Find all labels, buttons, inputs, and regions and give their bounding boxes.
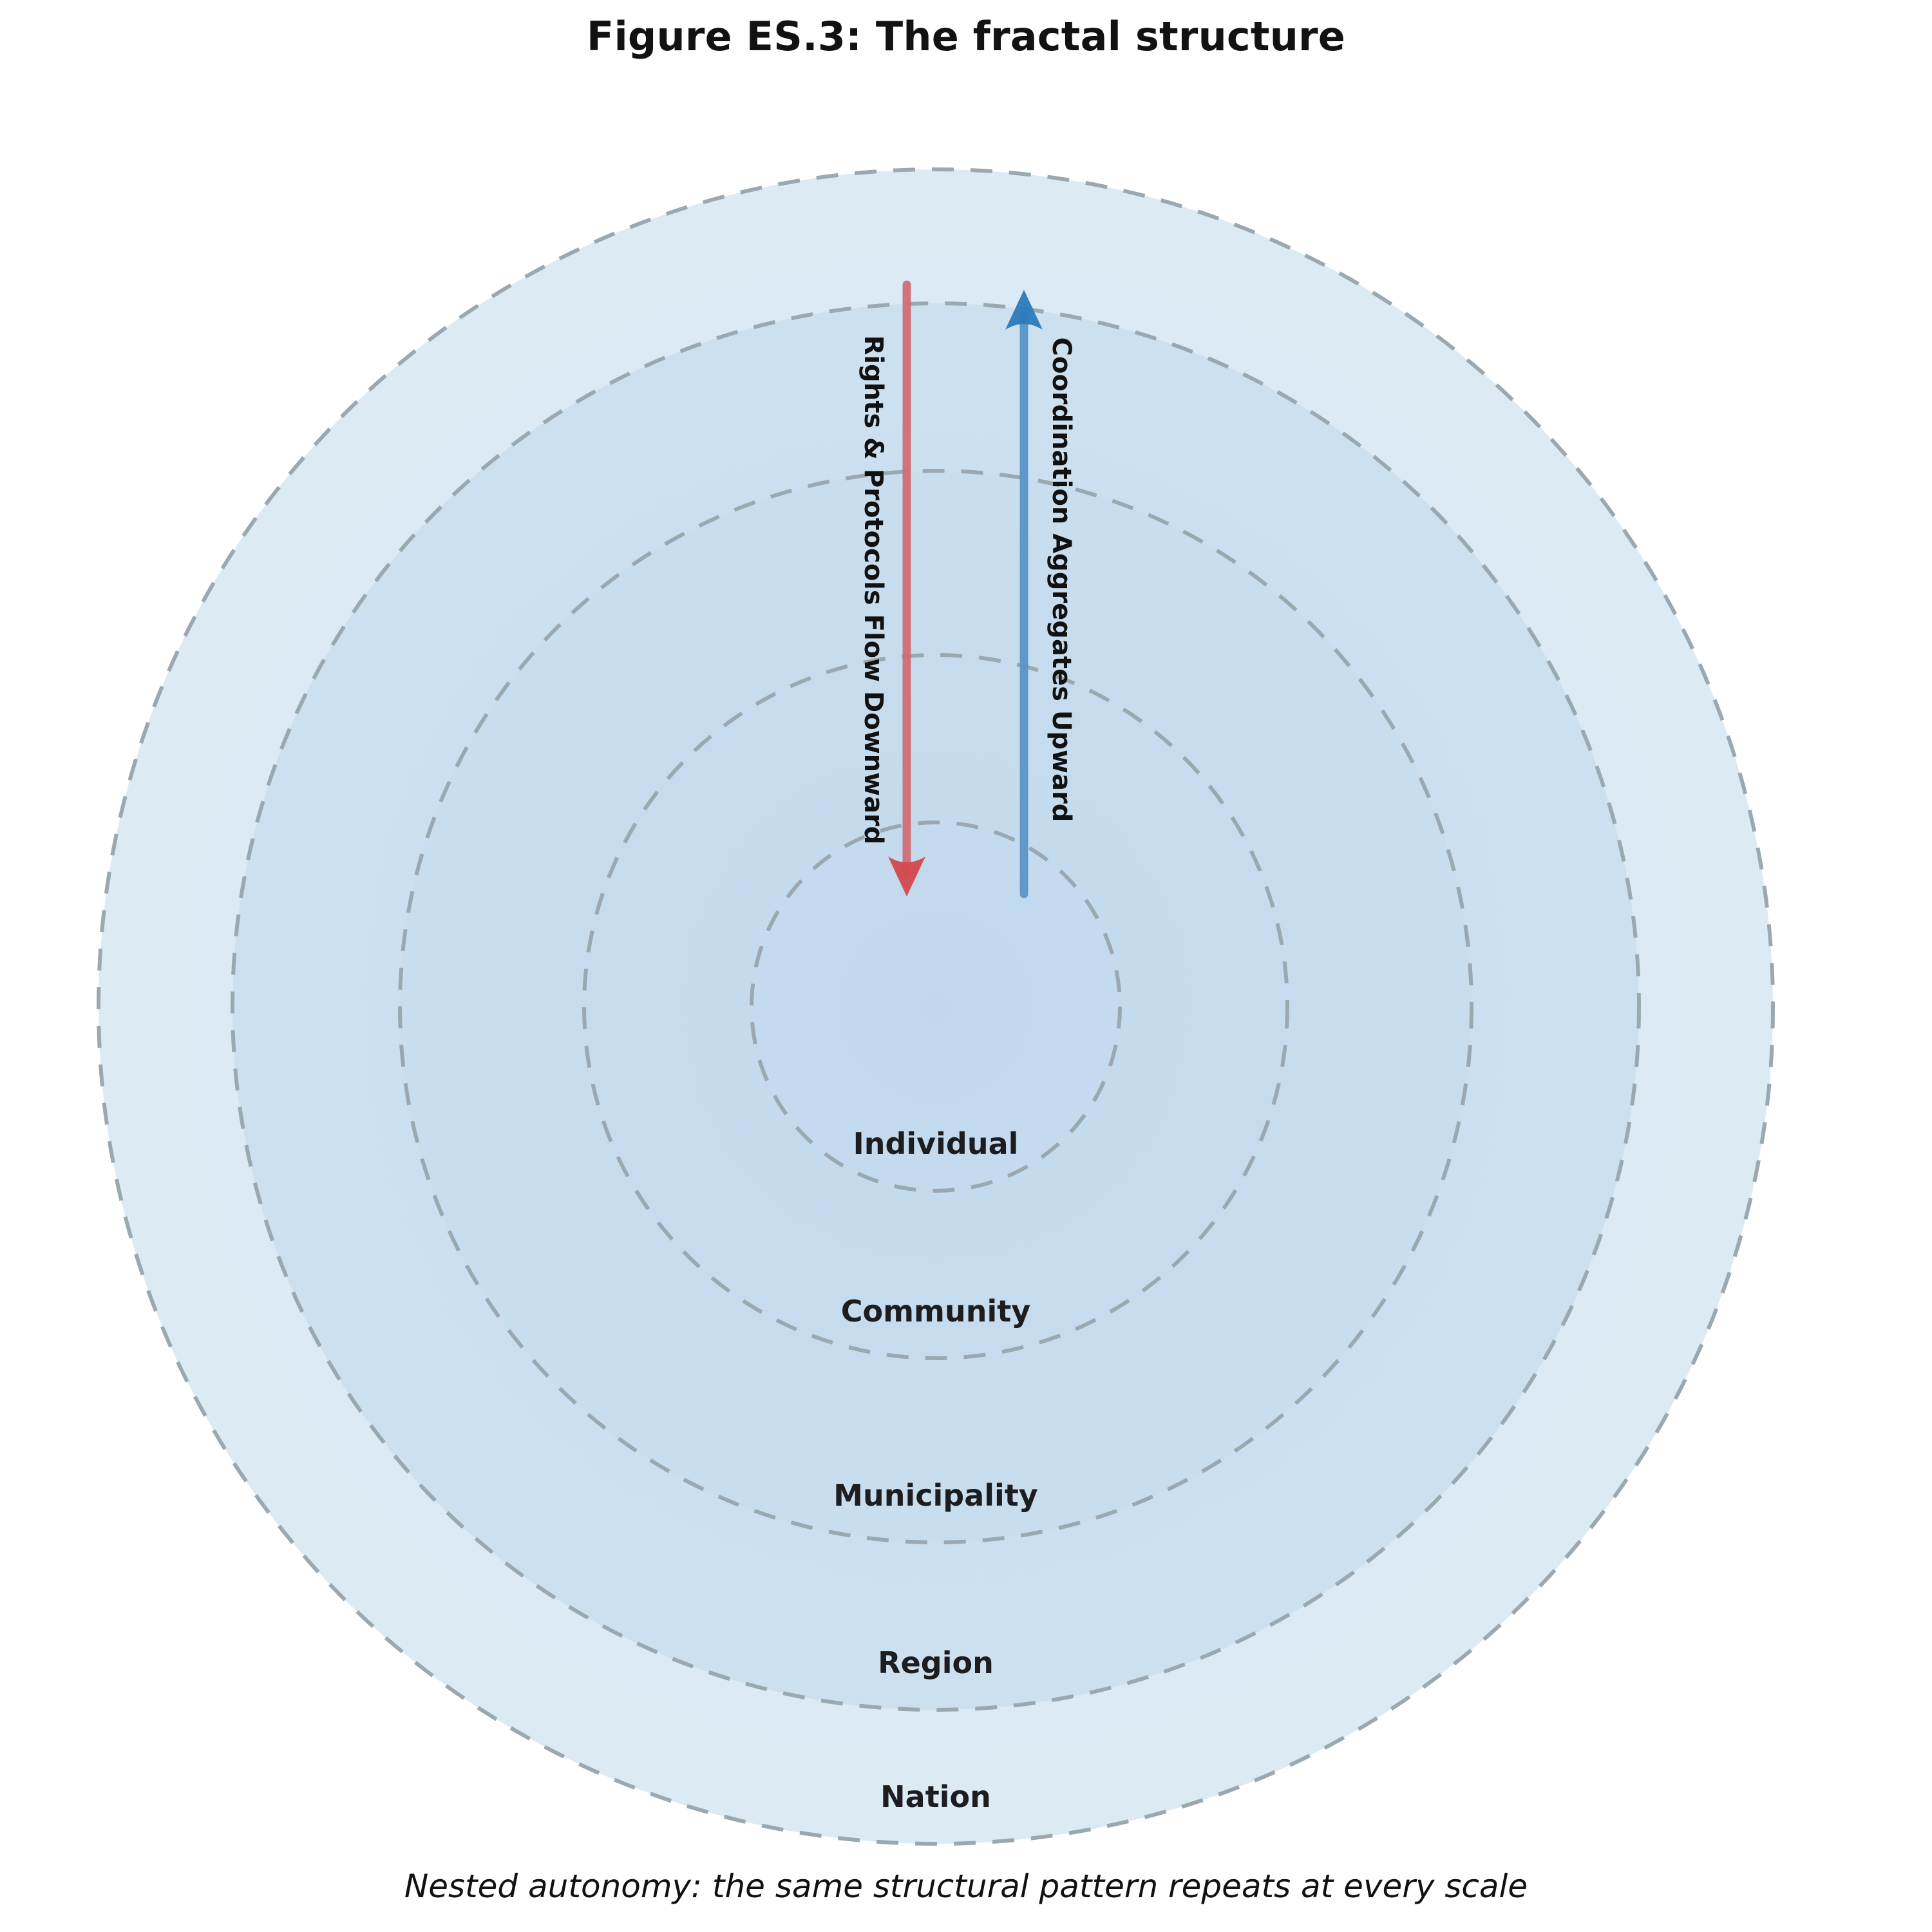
flow-arrows [888,280,1043,898]
ring-label-community: Community [840,1294,1031,1329]
rights-arrow-head [888,857,925,896]
ring-label-nation: Nation [880,1779,991,1814]
page-title: Figure ES.3: The fractal structure [586,13,1346,60]
ring-label-individual: Individual [853,1126,1019,1161]
ring-circle-individual [750,820,1122,1193]
ring-circles [97,167,1775,1846]
coordination-arrow-head [1005,290,1043,330]
figure-caption: Nested autonomy: the same structural pat… [404,1868,1528,1905]
rights-arrow-label: Rights & Protocols Flow Downward [858,335,888,845]
ring-label-municipality: Municipality [833,1478,1038,1513]
coordination-arrow-label: Coordination Aggregates Upward [1046,337,1076,822]
ring-label-region: Region [878,1645,994,1680]
